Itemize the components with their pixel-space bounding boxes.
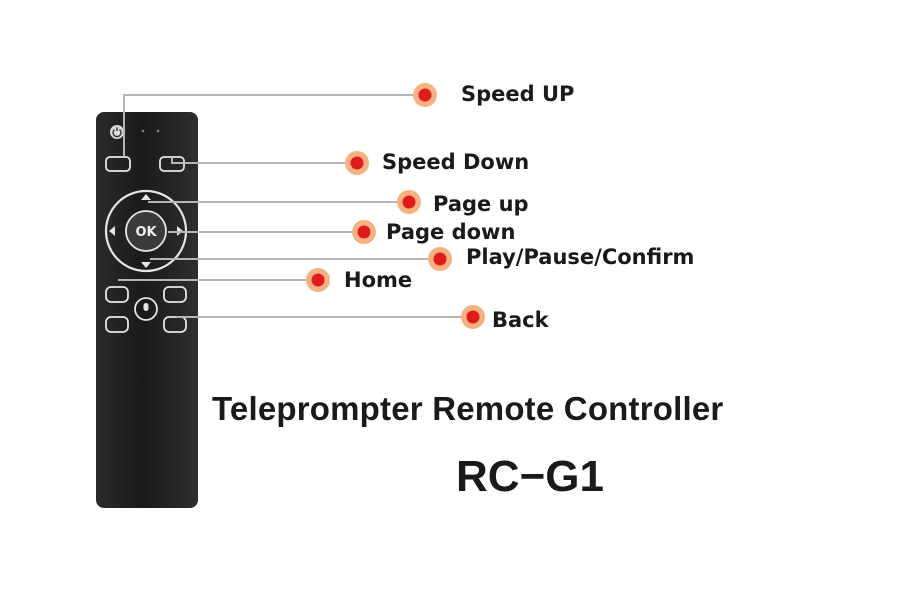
callout-dot-page-down — [352, 220, 376, 244]
indicator-dot — [141, 129, 145, 133]
ok-key-label: OK — [135, 225, 157, 240]
indicator-dot — [156, 129, 160, 133]
callout-label-play-pause-confirm: Play/Pause/Confirm — [466, 245, 695, 269]
vol-key — [105, 316, 129, 333]
callout-label-back: Back — [492, 308, 549, 332]
mic-icon — [143, 303, 149, 311]
callout-label-speed-up: Speed UP — [461, 82, 575, 106]
power-icon — [112, 128, 122, 138]
callout-dot-back — [461, 305, 485, 329]
dpad-left-arrow — [109, 226, 115, 236]
callout-label-page-down: Page down — [386, 220, 516, 244]
callout-dot-page-up — [397, 190, 421, 214]
model-name: RC−G1 — [456, 452, 604, 501]
leader-line-speed-down — [171, 157, 357, 164]
dpad-down-arrow — [141, 262, 151, 268]
diagram-title: Teleprompter Remote Controller — [212, 390, 724, 427]
callout-label-page-up: Page up — [433, 192, 529, 216]
home-key — [105, 286, 129, 303]
callout-dot-speed-down — [345, 151, 369, 175]
callout-dot-speed-up — [413, 83, 437, 107]
back-key — [163, 316, 187, 333]
dpad-up-arrow — [141, 194, 151, 200]
dpad-inner — [125, 210, 167, 252]
callout-dot-home — [306, 268, 330, 292]
mic-key — [134, 297, 158, 321]
callout-label-home: Home — [344, 268, 413, 292]
callout-dot-play — [428, 247, 452, 271]
leader-line-speed-up — [123, 94, 425, 157]
speed-up-key — [105, 156, 131, 172]
callout-label-speed-down: Speed Down — [382, 150, 530, 174]
menu-key — [163, 286, 187, 303]
